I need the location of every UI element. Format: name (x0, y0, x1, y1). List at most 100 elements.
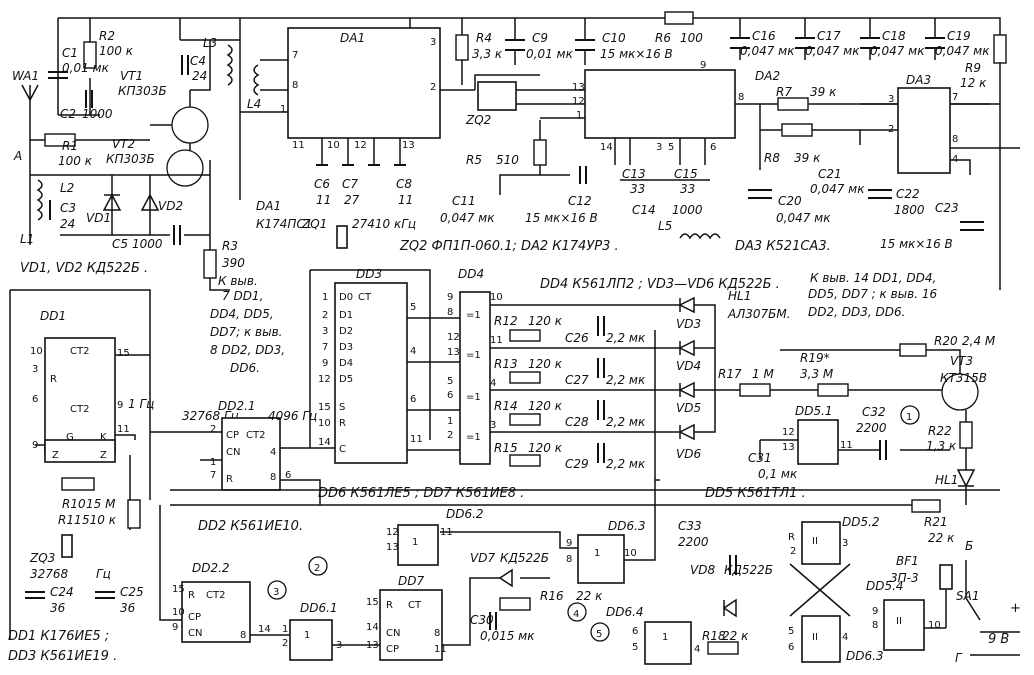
r15-resistor (509, 454, 541, 467)
vd4-label: VD4 (676, 359, 701, 373)
c11-value: 0,047 мк (440, 211, 495, 225)
svg-text:K: K (100, 432, 107, 443)
r3-value: 390 (222, 256, 245, 270)
svg-text:D0: D0 (339, 292, 353, 303)
vd12-note: VD1, VD2 КД522Б . (20, 261, 148, 276)
svg-text:14: 14 (258, 624, 271, 635)
svg-text:9: 9 (566, 538, 572, 549)
c26-value: 2,2 мк (606, 331, 646, 345)
svg-text:10: 10 (327, 140, 340, 151)
c6-label: C6 (314, 177, 330, 191)
c7-label: C7 (342, 177, 358, 191)
svg-text:10: 10 (928, 620, 941, 631)
r20-resistor (899, 343, 927, 357)
svg-text:5: 5 (668, 142, 674, 153)
svg-text:15: 15 (318, 402, 331, 413)
c19-label: C19 (947, 29, 971, 43)
r11-value: 510 к (82, 513, 117, 527)
vt1-transistor (171, 106, 209, 144)
dd5-note: DD5 К561ТЛ1 . (705, 486, 806, 501)
zq1-crystal (336, 225, 348, 249)
c14-label: C14 (632, 203, 656, 217)
zq2-label: ZQ2 (465, 113, 491, 127)
svg-text:CT2: CT2 (206, 590, 225, 601)
svg-text:13: 13 (366, 640, 379, 651)
svg-text:11: 11 (840, 440, 853, 451)
svg-text:8: 8 (270, 472, 276, 483)
svg-text:3: 3 (322, 326, 328, 337)
da3-block: R7 39 к R8 39 к C21 0,047 мк C20 0,047 м… (748, 73, 1020, 251)
svg-text:2: 2 (210, 424, 216, 435)
marker-3-label: 3 (273, 587, 279, 598)
svg-text:=1: =1 (466, 392, 481, 403)
svg-text:11: 11 (292, 140, 305, 151)
svg-text:2: 2 (322, 310, 328, 321)
k14-note-2: DD5, DD7 ; к выв. 16 (808, 287, 937, 301)
svg-text:12: 12 (318, 374, 331, 385)
svg-text:CN: CN (386, 628, 400, 639)
svg-text:9: 9 (117, 400, 123, 411)
marker-3 (267, 580, 287, 600)
c17-value: 0,047 мк (805, 44, 860, 58)
vt3-transistor (941, 373, 979, 411)
svg-text:14: 14 (366, 622, 379, 633)
da3-note: DA3 К521СА3. (735, 239, 831, 254)
sa1-label: SA1 (956, 589, 979, 603)
dd6-note: DD6 К561ЛЕ5 ; DD7 К561ИЕ8 . (318, 486, 524, 501)
svg-text:2: 2 (790, 546, 796, 557)
svg-text:13: 13 (386, 542, 399, 553)
c19-value: 0,047 мк (935, 44, 990, 58)
svg-text:10: 10 (318, 418, 331, 429)
dd52-label: DD5.2 (842, 515, 880, 529)
svg-text:13: 13 (402, 140, 415, 151)
svg-text:10: 10 (490, 292, 503, 303)
svg-text:Z: Z (100, 450, 107, 461)
svg-text:4: 4 (270, 447, 276, 458)
c21-value: 0,047 мк (810, 182, 865, 196)
marker-2 (308, 556, 328, 576)
c9-value: 0,01 мк (526, 47, 574, 61)
svg-text:8: 8 (872, 620, 878, 631)
svg-text:CT2: CT2 (70, 346, 89, 357)
c18-value: 0,047 мк (870, 44, 925, 58)
svg-text:3: 3 (32, 364, 38, 375)
svg-text:R: R (339, 418, 346, 429)
dd22-label: DD2.2 (192, 561, 230, 575)
vd7-type: КД522Б (500, 551, 549, 565)
svg-text:15: 15 (366, 597, 379, 608)
dd4-label: DD4 (458, 267, 484, 281)
svg-text:D4: D4 (339, 358, 353, 369)
c32-value: 2200 (856, 421, 887, 435)
svg-text:1: 1 (447, 416, 453, 427)
bf1-buzzer (939, 564, 953, 590)
svg-text:5: 5 (788, 626, 794, 637)
svg-text:9: 9 (172, 622, 178, 633)
c26-label: C26 (565, 331, 589, 345)
dd53-label: DD6.3 (846, 649, 884, 663)
r4-resistor (455, 34, 469, 61)
da1-label: DA1 (340, 31, 365, 45)
r11-resistor (127, 499, 141, 529)
vt1-label: VT1 (120, 69, 143, 83)
hz4096-label: 4096 Гц (268, 409, 317, 423)
svg-text:8: 8 (434, 628, 440, 639)
dd64-gate (644, 621, 692, 665)
svg-text:5: 5 (447, 376, 453, 387)
svg-text:2: 2 (282, 638, 288, 649)
c8-value: 11 (398, 193, 413, 207)
svg-text:=1: =1 (466, 432, 481, 443)
dd62-gate (397, 524, 439, 566)
svg-text:CT: CT (408, 600, 422, 611)
svg-text:8: 8 (447, 307, 453, 318)
svg-text:II: II (812, 536, 818, 547)
k-note-2: 7 DD1, (222, 289, 263, 303)
r22-value: 1,3 к (926, 439, 957, 453)
r5-label: R5 (466, 153, 482, 167)
c12-value: 15 мк×16 В (525, 211, 598, 225)
c24-value: 36 (50, 601, 66, 615)
k14-note-1: К выв. 14 DD1, DD4, (810, 271, 936, 285)
svg-text:C: C (339, 444, 346, 455)
l2-label: L2 (60, 181, 74, 195)
